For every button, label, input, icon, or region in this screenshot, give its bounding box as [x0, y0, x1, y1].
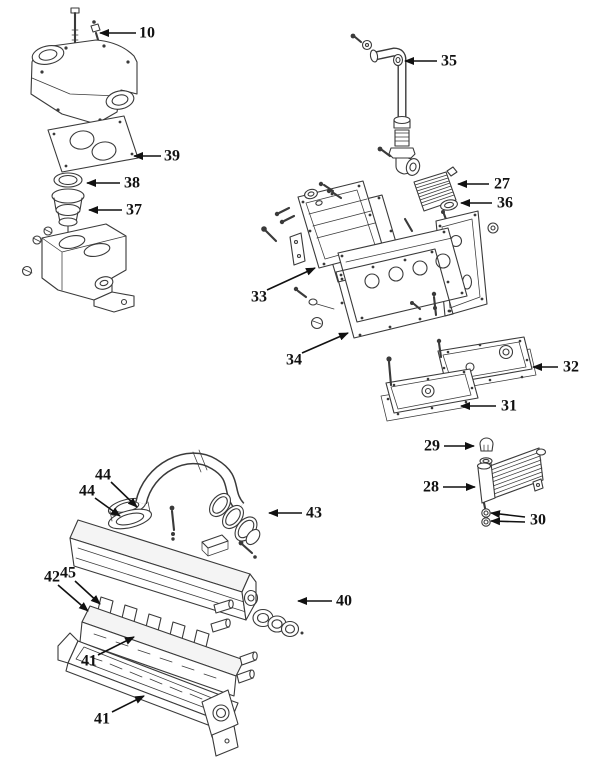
part-42-45-aftercooler-housing	[79, 596, 258, 697]
callout-27: 27	[457, 176, 510, 193]
callout-40: 40	[297, 593, 352, 610]
part-43-hose-elbow	[135, 449, 261, 546]
callout-arrow	[97, 636, 135, 656]
callout-number: 41	[94, 711, 110, 728]
callout-number: 40	[336, 593, 352, 610]
part-manifold-elbow	[30, 39, 138, 125]
callout-34: 34	[286, 332, 349, 369]
callout-number: 31	[501, 398, 517, 415]
callout-36: 36	[460, 195, 513, 212]
callout-number: 28	[423, 479, 439, 496]
callout-number: 30	[530, 512, 546, 529]
part-29-cap-nut	[479, 437, 494, 465]
part-34-gasket	[335, 248, 454, 339]
callout-29: 29	[424, 438, 475, 455]
callout-31: 31	[460, 398, 517, 415]
callout-33: 33	[251, 267, 316, 306]
part-thermostat-housing	[21, 223, 135, 313]
callout-28: 28	[423, 479, 476, 496]
callout-number: 42	[44, 569, 60, 586]
callout-number: 35	[441, 53, 457, 70]
callout-arrow	[266, 267, 316, 291]
part-30-seal-rings	[481, 508, 491, 527]
callout-number: 36	[497, 195, 513, 212]
callout-44: 44	[95, 467, 138, 508]
callout-32: 32	[532, 359, 579, 376]
part-40-seal-rings	[252, 608, 304, 638]
callout-number: 10	[139, 25, 155, 42]
callout-number: 27	[494, 176, 510, 193]
callout-45: 45	[60, 565, 101, 605]
callout-43: 43	[268, 505, 322, 522]
part-38-seal-ring	[53, 172, 83, 188]
callout-41: 41	[94, 695, 145, 728]
callout-number: 34	[286, 352, 302, 369]
callout-arrow	[301, 332, 349, 354]
callout-35: 35	[404, 53, 457, 70]
callout-arrow	[110, 481, 138, 508]
callout-39: 39	[133, 148, 180, 165]
callout-38: 38	[86, 175, 140, 192]
callout-number: 41	[81, 653, 97, 670]
callout-37: 37	[88, 202, 142, 219]
middle-fasteners	[261, 181, 499, 330]
callout-42: 42	[44, 569, 89, 612]
callout-41: 41	[81, 636, 135, 670]
callout-number: 44	[79, 483, 95, 500]
callout-number: 39	[164, 148, 180, 165]
callout-number: 29	[424, 438, 440, 455]
callout-number: 32	[563, 359, 579, 376]
callout-arrow	[490, 510, 526, 519]
part-35-water-pipe	[350, 33, 421, 176]
callout-arrow	[94, 497, 121, 517]
part-39-gasket	[47, 115, 139, 173]
part-37-thermostat	[51, 188, 85, 233]
part-41-bottom-cover	[57, 632, 239, 757]
part-intake-manifold	[69, 505, 259, 633]
callout-number: 43	[306, 505, 322, 522]
callout-number: 38	[124, 175, 140, 192]
callout-number: 44	[95, 467, 111, 484]
callout-arrow	[57, 584, 89, 612]
callout-number: 33	[251, 289, 267, 306]
callout-10: 10	[99, 25, 155, 42]
callout-30: 30	[490, 510, 546, 529]
callout-arrow	[74, 580, 101, 605]
callout-44: 44	[79, 483, 121, 517]
callout-arrow	[490, 517, 526, 526]
part-28-cooler-core	[476, 447, 547, 510]
callout-number: 37	[126, 202, 142, 219]
callout-arrow	[111, 695, 145, 713]
callout-number: 45	[60, 565, 76, 582]
